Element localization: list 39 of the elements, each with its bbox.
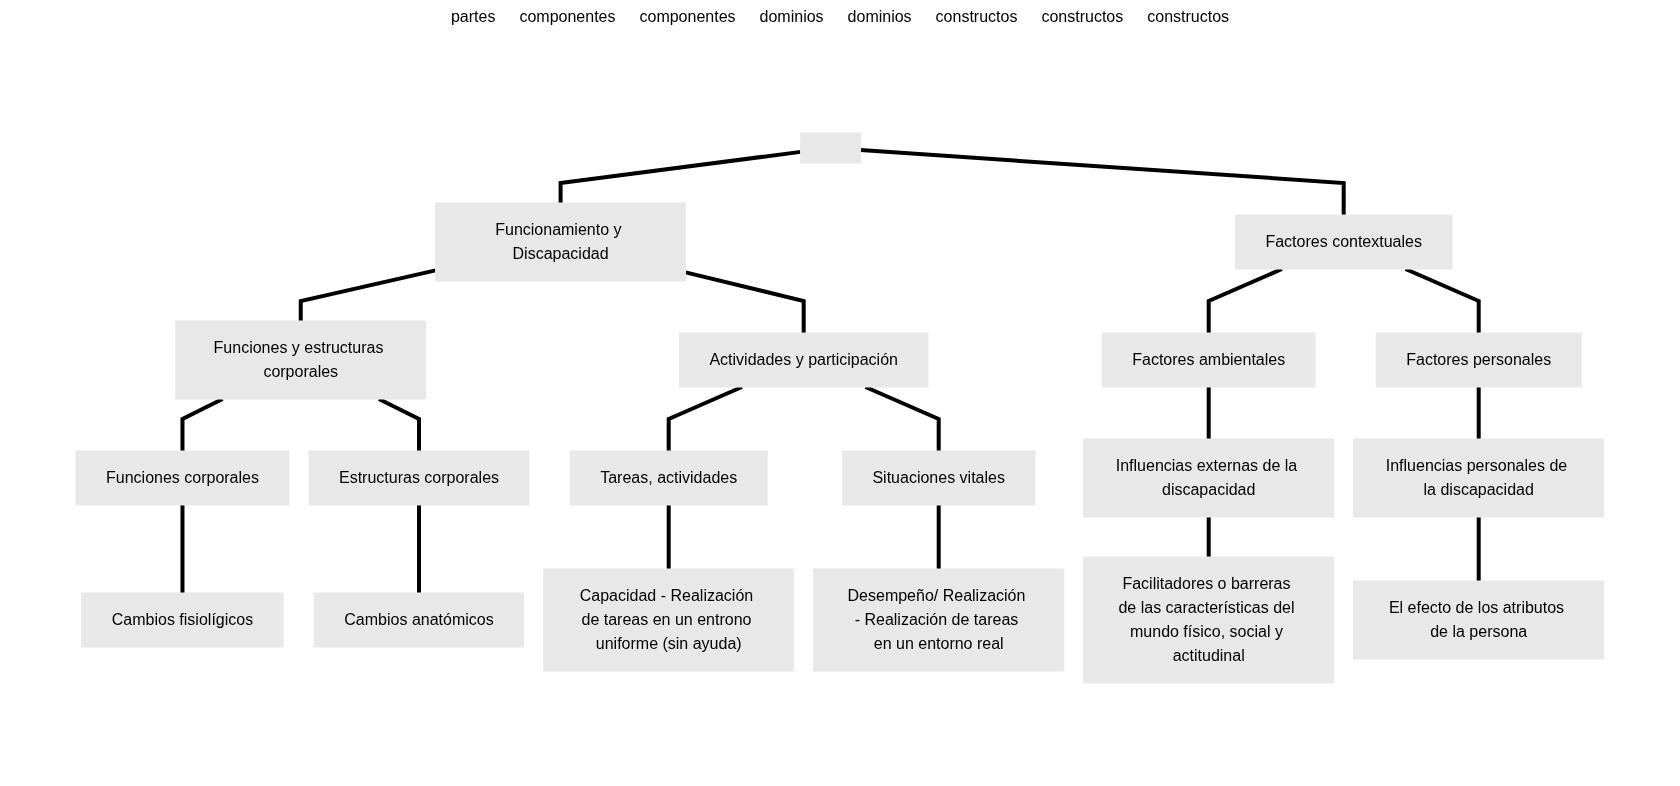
connector-note: constructos [1041,8,1124,27]
connector-note: dominios [759,8,824,27]
connector [1206,387,1211,439]
node-box [800,132,862,164]
connector-note: constructos [935,8,1018,27]
node-box: Situaciones vitales [842,450,1036,506]
connector-note: constructos [1147,8,1230,27]
node-box: Influencias externas de la discapacidad [1083,438,1335,518]
node-box: Cambios fisiolígicos [81,592,284,648]
node-box: El efecto de los atributos de la persona [1353,580,1605,660]
connector [936,505,941,569]
node-box: Factores ambientales [1101,332,1316,388]
connector [666,505,671,569]
connector-note: componentes [519,8,616,27]
connector [1476,387,1481,439]
node-box: Estructuras corporales [308,450,530,506]
node-box: Desempeño/ Realización - Realización de tareas en un entorno real [813,568,1065,672]
node-box: Funciones y estructuras corporales [175,320,427,400]
node-box: Actividades y participación [679,332,929,388]
connector-note: componentes [639,8,736,27]
node-box: Funciones corporales [75,450,290,506]
connector [685,270,806,333]
node-box: Factores personales [1375,332,1582,388]
connector-note: dominios [847,8,912,27]
node-box: Facilitadores o barreras de las características del mundo físico, social y actitudinal [1083,556,1335,684]
node-box: Cambios anatómicos [313,592,525,648]
connector-note: partes [450,8,496,27]
connector [298,268,437,321]
node-box: Tareas, actividades [569,450,768,506]
connector [860,148,1346,215]
node-box: Factores contextuales [1235,214,1453,270]
node-box: Capacidad - Realización de tareas en un entrono uniforme (sin ayuda) [543,568,795,672]
connector [1206,517,1211,557]
node-box: Influencias personales de la discapacidad [1353,438,1605,518]
connector [558,149,801,203]
connector [417,505,422,593]
connector [180,505,185,593]
connector [1476,517,1481,581]
node-box: Funcionamiento y Discapacidad [435,202,687,282]
